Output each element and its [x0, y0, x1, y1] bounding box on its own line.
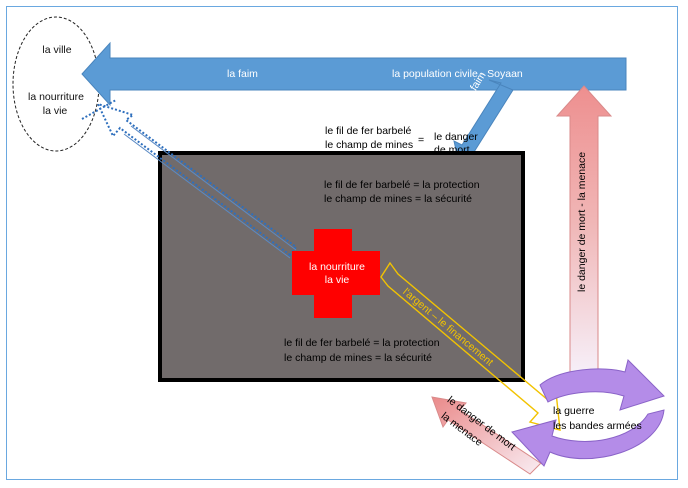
diagram-frame — [6, 6, 678, 480]
fence-outside-line2: le champ de mines — [325, 139, 414, 151]
food-escape-arrow — [96, 102, 298, 257]
war-cycle-arrow-right — [539, 359, 665, 411]
camp-top-line1: le fil de fer barbelé = la protection — [324, 179, 480, 191]
threat-arrow-up — [555, 85, 613, 389]
war-label: la guerre — [553, 405, 595, 417]
hunger-arrow — [81, 41, 627, 107]
population-label: la population civile - Soyaan — [392, 68, 523, 80]
fence-outside-equals: = — [418, 134, 425, 146]
hunger-label: la faim — [227, 68, 258, 80]
threat-up-label: le danger de mort - la menace — [576, 151, 588, 292]
city-food: la nourriture — [27, 91, 85, 103]
cross-life: la vie — [324, 274, 350, 286]
city-title: la ville — [42, 44, 72, 56]
armed-gangs-label: les bandes armées — [553, 420, 642, 432]
fence-outside-result1: le danger — [434, 131, 478, 143]
threat-arrow-diag — [431, 396, 545, 475]
war-cycle-arrow-left — [511, 409, 665, 467]
cross-food: la nourriture — [308, 261, 366, 273]
city-ellipse — [12, 16, 100, 152]
dotted-link — [81, 99, 117, 120]
camp-bottom-line1: le fil de fer barbelé = la protection — [284, 337, 440, 349]
city-life: la vie — [42, 105, 68, 117]
food-escape-line-2 — [123, 133, 291, 259]
fence-outside-result2: de mort — [434, 144, 470, 156]
red-cross — [292, 229, 380, 318]
camp-bottom-line2: le champ de mines = la sécurité — [284, 352, 432, 364]
food-escape-line-1 — [130, 125, 297, 251]
camp-top-line2: le champ de mines = la sécurité — [324, 193, 472, 205]
fence-outside-line1: le fil de fer barbelé — [325, 125, 412, 137]
